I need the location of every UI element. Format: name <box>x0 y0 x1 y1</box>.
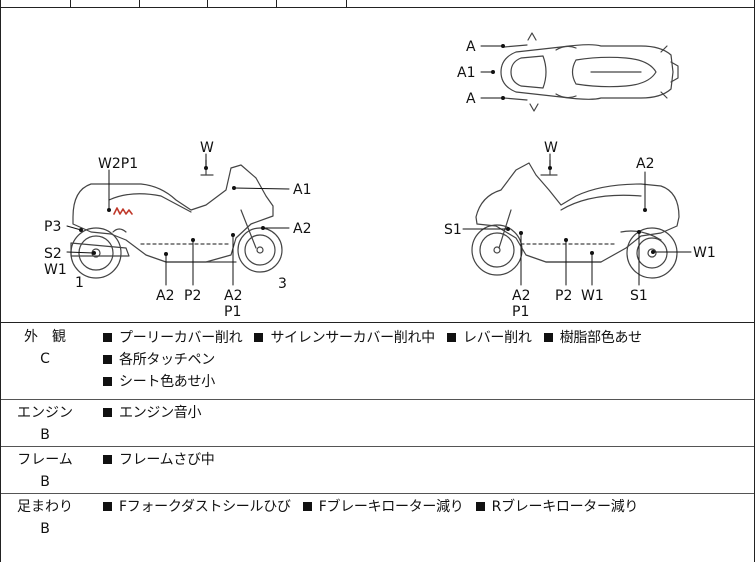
bullet-square-icon <box>475 502 485 511</box>
left-label-a2-bottom: A2 <box>156 288 174 304</box>
bullet-square-icon <box>254 333 264 342</box>
condition-row-suspension: 足まわり B Fフォークダストシールひび Fブレーキローター減り Rブレーキロー… <box>1 494 754 562</box>
bullet-square-icon <box>103 355 112 364</box>
condition-item: 各所タッチペン <box>103 352 215 368</box>
condition-item: シート色あせ小 <box>103 374 215 390</box>
condition-item: Fブレーキローター減り <box>302 499 464 515</box>
category-name: フレーム <box>17 452 73 468</box>
condition-items: Fフォークダストシールひび Fブレーキローター減り Rブレーキローター減り <box>103 496 743 518</box>
right-label-a2-bottom: A2 <box>512 288 530 304</box>
category-cell: フレーム B <box>1 449 89 493</box>
condition-items: エンジン音小 <box>103 402 743 424</box>
category-cell: エンジン B <box>1 402 89 446</box>
bullet-square-icon <box>543 333 553 342</box>
category-cell: 外 観 C <box>1 326 89 370</box>
scooter-right-view <box>471 159 680 279</box>
left-label-w: W <box>200 140 214 156</box>
header-cell-divider <box>346 0 347 7</box>
condition-item: レバー削れ <box>447 330 532 346</box>
left-label-number-3: 3 <box>278 276 287 292</box>
left-label-p1: P1 <box>224 304 241 320</box>
left-label-p2: P2 <box>184 288 201 304</box>
header-cell-divider <box>276 0 277 7</box>
left-label-s2: S2 <box>44 246 62 262</box>
category-name: エンジン <box>17 405 73 421</box>
scooter-diagram-svg: A A1 A W W2P1 A1 A2 P3 S2 W1 1 A2 P2 A2 … <box>44 32 716 320</box>
header-cell-divider <box>70 0 71 7</box>
header-cell-divider <box>207 0 208 7</box>
category-grade: B <box>40 474 50 490</box>
header-cell-divider <box>139 0 140 7</box>
category-cell: 足まわり B <box>1 496 89 540</box>
condition-items: フレームさび中 <box>103 449 743 471</box>
right-label-s1-bottom: S1 <box>630 288 648 304</box>
bullet-square-icon <box>103 455 112 464</box>
bullet-square-icon <box>103 333 112 342</box>
condition-item: プーリーカバー削れ <box>103 330 243 346</box>
right-label-p2: P2 <box>555 288 572 304</box>
condition-table: 外 観 C プーリーカバー削れ サイレンサーカバー削れ中 レバー削れ 樹脂部色あ… <box>0 322 755 562</box>
damage-diagram: A A1 A W W2P1 A1 A2 P3 S2 W1 1 A2 P2 A2 … <box>0 7 755 322</box>
category-grade: B <box>40 521 50 537</box>
condition-item: Rブレーキローター減り <box>475 499 638 515</box>
left-label-a1: A1 <box>293 182 311 198</box>
condition-item: フレームさび中 <box>103 452 215 468</box>
right-label-a2: A2 <box>636 156 654 172</box>
category-grade: C <box>40 351 50 367</box>
condition-row-exterior: 外 観 C プーリーカバー削れ サイレンサーカバー削れ中 レバー削れ 樹脂部色あ… <box>1 323 754 400</box>
condition-item: エンジン音小 <box>103 405 202 421</box>
bullet-square-icon <box>103 408 112 417</box>
scooter-top-view <box>500 32 679 112</box>
left-label-a2: A2 <box>293 221 311 237</box>
top-label-a: A <box>466 91 476 107</box>
left-label-w1: W1 <box>44 262 67 278</box>
left-label-a2-bottom-2: A2 <box>224 288 242 304</box>
condition-row-engine: エンジン B エンジン音小 <box>1 400 754 447</box>
bullet-square-icon <box>103 502 112 511</box>
damage-point-markers <box>79 44 655 256</box>
condition-items: プーリーカバー削れ サイレンサーカバー削れ中 レバー削れ 樹脂部色あせ 各所タッ… <box>103 327 743 393</box>
condition-item: 樹脂部色あせ <box>543 330 642 346</box>
leader-lines <box>66 45 692 286</box>
right-label-w1-bottom: W1 <box>581 288 604 304</box>
right-label-s1: S1 <box>444 222 462 238</box>
bullet-square-icon <box>447 333 457 342</box>
bullet-square-icon <box>302 502 312 511</box>
right-label-p1: P1 <box>512 304 529 320</box>
right-label-w1: W1 <box>693 245 716 261</box>
top-label-a1: A1 <box>457 65 475 81</box>
right-label-w: W <box>544 140 558 156</box>
top-label-a: A <box>466 39 476 55</box>
category-name: 外 観 <box>24 329 66 345</box>
condition-row-frame: フレーム B フレームさび中 <box>1 447 754 494</box>
left-label-w2p1: W2P1 <box>98 156 138 172</box>
condition-item: サイレンサーカバー削れ中 <box>254 330 435 346</box>
left-label-p3: P3 <box>44 219 61 235</box>
condition-item: Fフォークダストシールひび <box>103 499 291 515</box>
bullet-square-icon <box>103 377 112 386</box>
left-label-side-number: 1 <box>75 275 84 291</box>
scooter-left-view <box>70 159 283 279</box>
category-grade: B <box>40 427 50 443</box>
category-name: 足まわり <box>17 499 73 515</box>
